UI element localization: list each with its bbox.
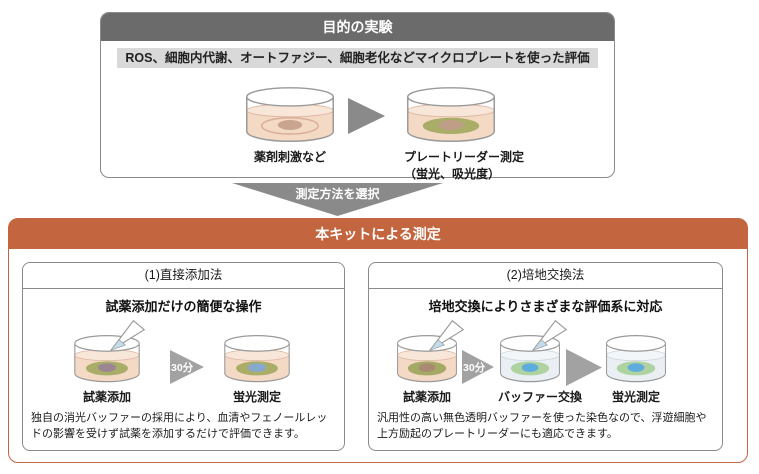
step-buffer-exchange: バッファー交換 xyxy=(498,319,583,405)
step-label: バッファー交換 xyxy=(498,390,583,404)
method-exchange-description: 汎用性の高い無色透明バッファーを使った染色なので、浮遊細胞や上方励起のプレートリ… xyxy=(377,412,707,440)
method-subheading: 培地交換によりさまざまな評価系に対応 xyxy=(428,299,663,314)
dish-reagent-addition-icon xyxy=(395,334,459,384)
pipette-icon xyxy=(530,318,570,354)
dish-fluorescence-icon xyxy=(604,334,668,384)
arrow-duration-label: 30分 xyxy=(463,361,486,374)
step-label: プレートリーダー測定 xyxy=(404,150,525,164)
step-label: 薬剤刺激など xyxy=(253,150,326,164)
connector-label: 測定方法を選択 xyxy=(295,187,380,201)
kit-measurement-title: 本キットによる測定 xyxy=(9,219,747,249)
select-method-chevron: 測定方法を選択 xyxy=(232,183,443,216)
dish-drug-stimulation-icon xyxy=(243,86,337,144)
step-reagent-addition-2: 試薬添加 xyxy=(395,319,465,405)
step-reagent-addition-1: 試薬添加 xyxy=(72,319,146,405)
method-heading: (1)直接添加法 xyxy=(23,263,344,289)
purpose-experiment-title: 目的の実験 xyxy=(101,13,614,41)
dish-reagent-addition-icon xyxy=(72,334,142,384)
method-direct-description: 独自の消光バッファーの採用により、血清やフェノールレッドの影響を受けず試薬を添加… xyxy=(31,412,328,440)
purpose-highlight-text: ROS、細胞内代謝、オートファジー、細胞老化などマイクロプレートを使った評価 xyxy=(117,48,598,68)
step-fluorescence-measure-2: 蛍光測定 xyxy=(604,334,668,405)
dish-buffer-exchange-icon xyxy=(498,334,562,384)
method-heading: (2)培地交換法 xyxy=(369,263,722,289)
method-subheading: 試薬添加だけの簡便な操作 xyxy=(105,299,262,314)
step-fluorescence-measure-1: 蛍光測定 xyxy=(222,334,292,405)
step-sublabel: （蛍光、吸光度） xyxy=(404,167,501,181)
step-label: 蛍光測定 xyxy=(232,390,281,404)
dish-fluorescence-icon xyxy=(222,334,292,384)
step-drug-stimulation: 薬剤刺激など xyxy=(243,86,337,165)
pipette-icon xyxy=(427,318,467,354)
pipette-icon xyxy=(108,318,148,354)
step-label: 試薬添加 xyxy=(82,390,131,404)
arrow-duration-label: 30分 xyxy=(171,361,194,374)
dish-plate-reader-icon xyxy=(404,86,498,144)
step-label: 試薬添加 xyxy=(402,390,451,404)
step-label: 蛍光測定 xyxy=(611,390,660,404)
purpose-experiment-panel: 目的の実験 ROS、細胞内代謝、オートファジー、細胞老化などマイクロプレートを使… xyxy=(100,12,615,178)
step-plate-reader: プレートリーダー測定 （蛍光、吸光度） xyxy=(404,86,525,182)
